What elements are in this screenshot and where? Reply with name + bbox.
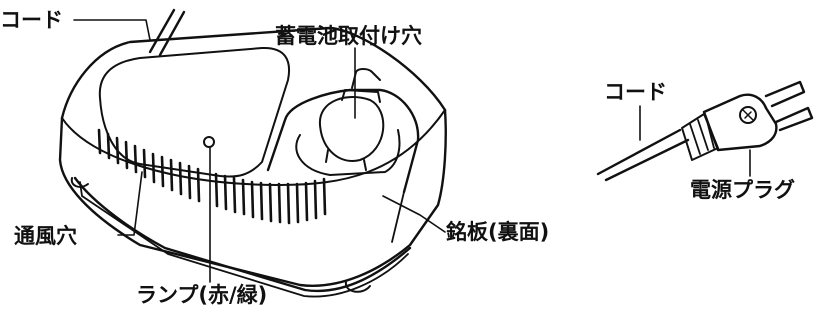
lamp-label: ランプ(赤/緑) [136,283,268,307]
cord-label-right: コード [604,80,667,104]
vent-label: 通風穴 [14,224,77,248]
charger-cord [148,8,186,57]
nameplate-label: 銘板(裏面) [446,220,550,244]
power-plug-label: 電源プラグ [690,178,795,202]
power-plug-drawing [596,80,814,182]
leader-lines [73,19,446,283]
vent-slots [97,128,327,225]
lamp-icon [203,136,215,148]
battery-hole-label: 蓄電池取付け穴 [275,24,422,48]
cord-label-left: コード [0,8,63,32]
